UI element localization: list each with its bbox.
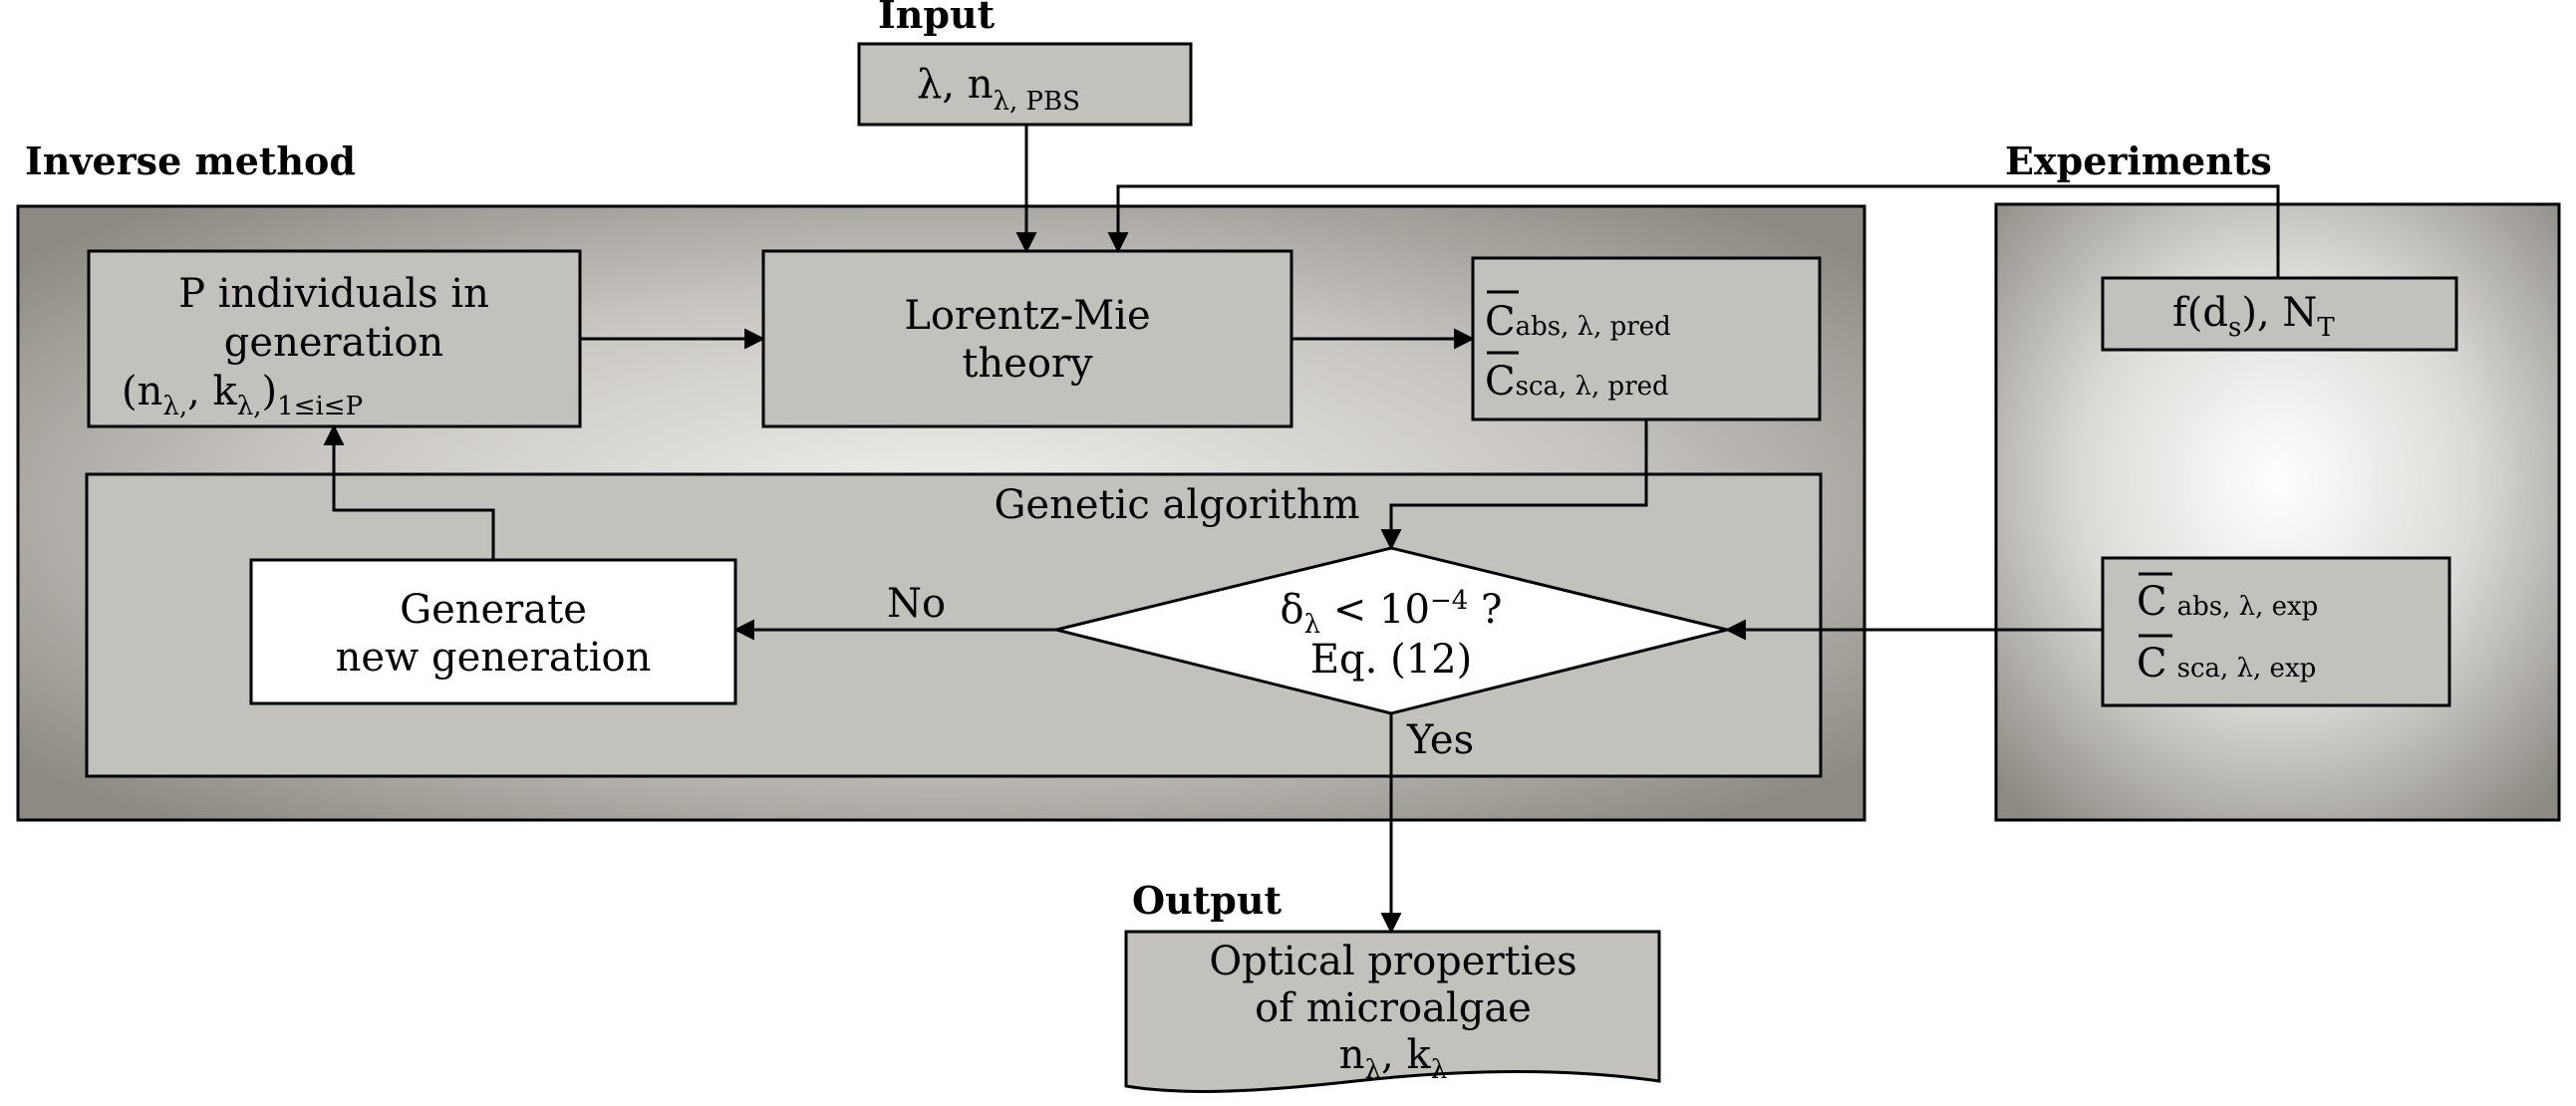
decision-condition: δλ < 10−4 ?: [1281, 586, 1503, 640]
decision-equation: Eq. (12): [1310, 637, 1472, 683]
arrow-generate-to-individuals: [323, 423, 495, 560]
output-title: Output: [1132, 878, 1282, 923]
lorentz-mie-line1: Lorentz-Mie: [904, 293, 1150, 339]
output-line3: nλ, kλ: [1339, 1032, 1447, 1085]
output-box: [1124, 930, 1661, 1093]
generate-line1: Generate: [400, 587, 587, 633]
generate-line2: new generation: [336, 635, 652, 681]
arrow-pred-to-decision: [1380, 419, 1648, 551]
inverse-method-title: Inverse method: [25, 138, 356, 183]
distribution-box: [2101, 276, 2458, 352]
output-line1: Optical properties: [1209, 939, 1576, 984]
c-abs-pred: Cabs, λ, pred: [1485, 299, 1671, 345]
lorentz-mie-line2: theory: [962, 341, 1093, 387]
arrow-experiments-to-mie: [1107, 184, 2280, 278]
genetic-algorithm-label: Genetic algorithm: [994, 482, 1359, 528]
individuals-line1: P individuals in: [178, 271, 489, 317]
individuals-line3: (nλ,, kλ,)1≤i≤P: [122, 369, 363, 421]
generate-new-generation-box: [249, 558, 737, 705]
distribution-label: f(ds), NT: [2172, 290, 2335, 343]
lorentz-mie-box: [761, 249, 1293, 428]
experimental-cross-sections-box: [2101, 556, 2451, 707]
predicted-cross-sections-box: [1471, 256, 1822, 421]
yes-label: Yes: [1406, 717, 1474, 763]
no-label: No: [887, 581, 946, 627]
individuals-box: [87, 249, 582, 428]
c-sca-pred: Csca, λ, pred: [1485, 359, 1669, 405]
output-line2: of microalgae: [1255, 985, 1532, 1031]
input-title: Input: [878, 0, 996, 37]
input-box: [857, 42, 1193, 127]
input-box-label: λ, nλ, PBS: [917, 62, 1080, 117]
individuals-line2: generation: [224, 320, 443, 366]
experiments-title: Experiments: [2005, 138, 2272, 183]
